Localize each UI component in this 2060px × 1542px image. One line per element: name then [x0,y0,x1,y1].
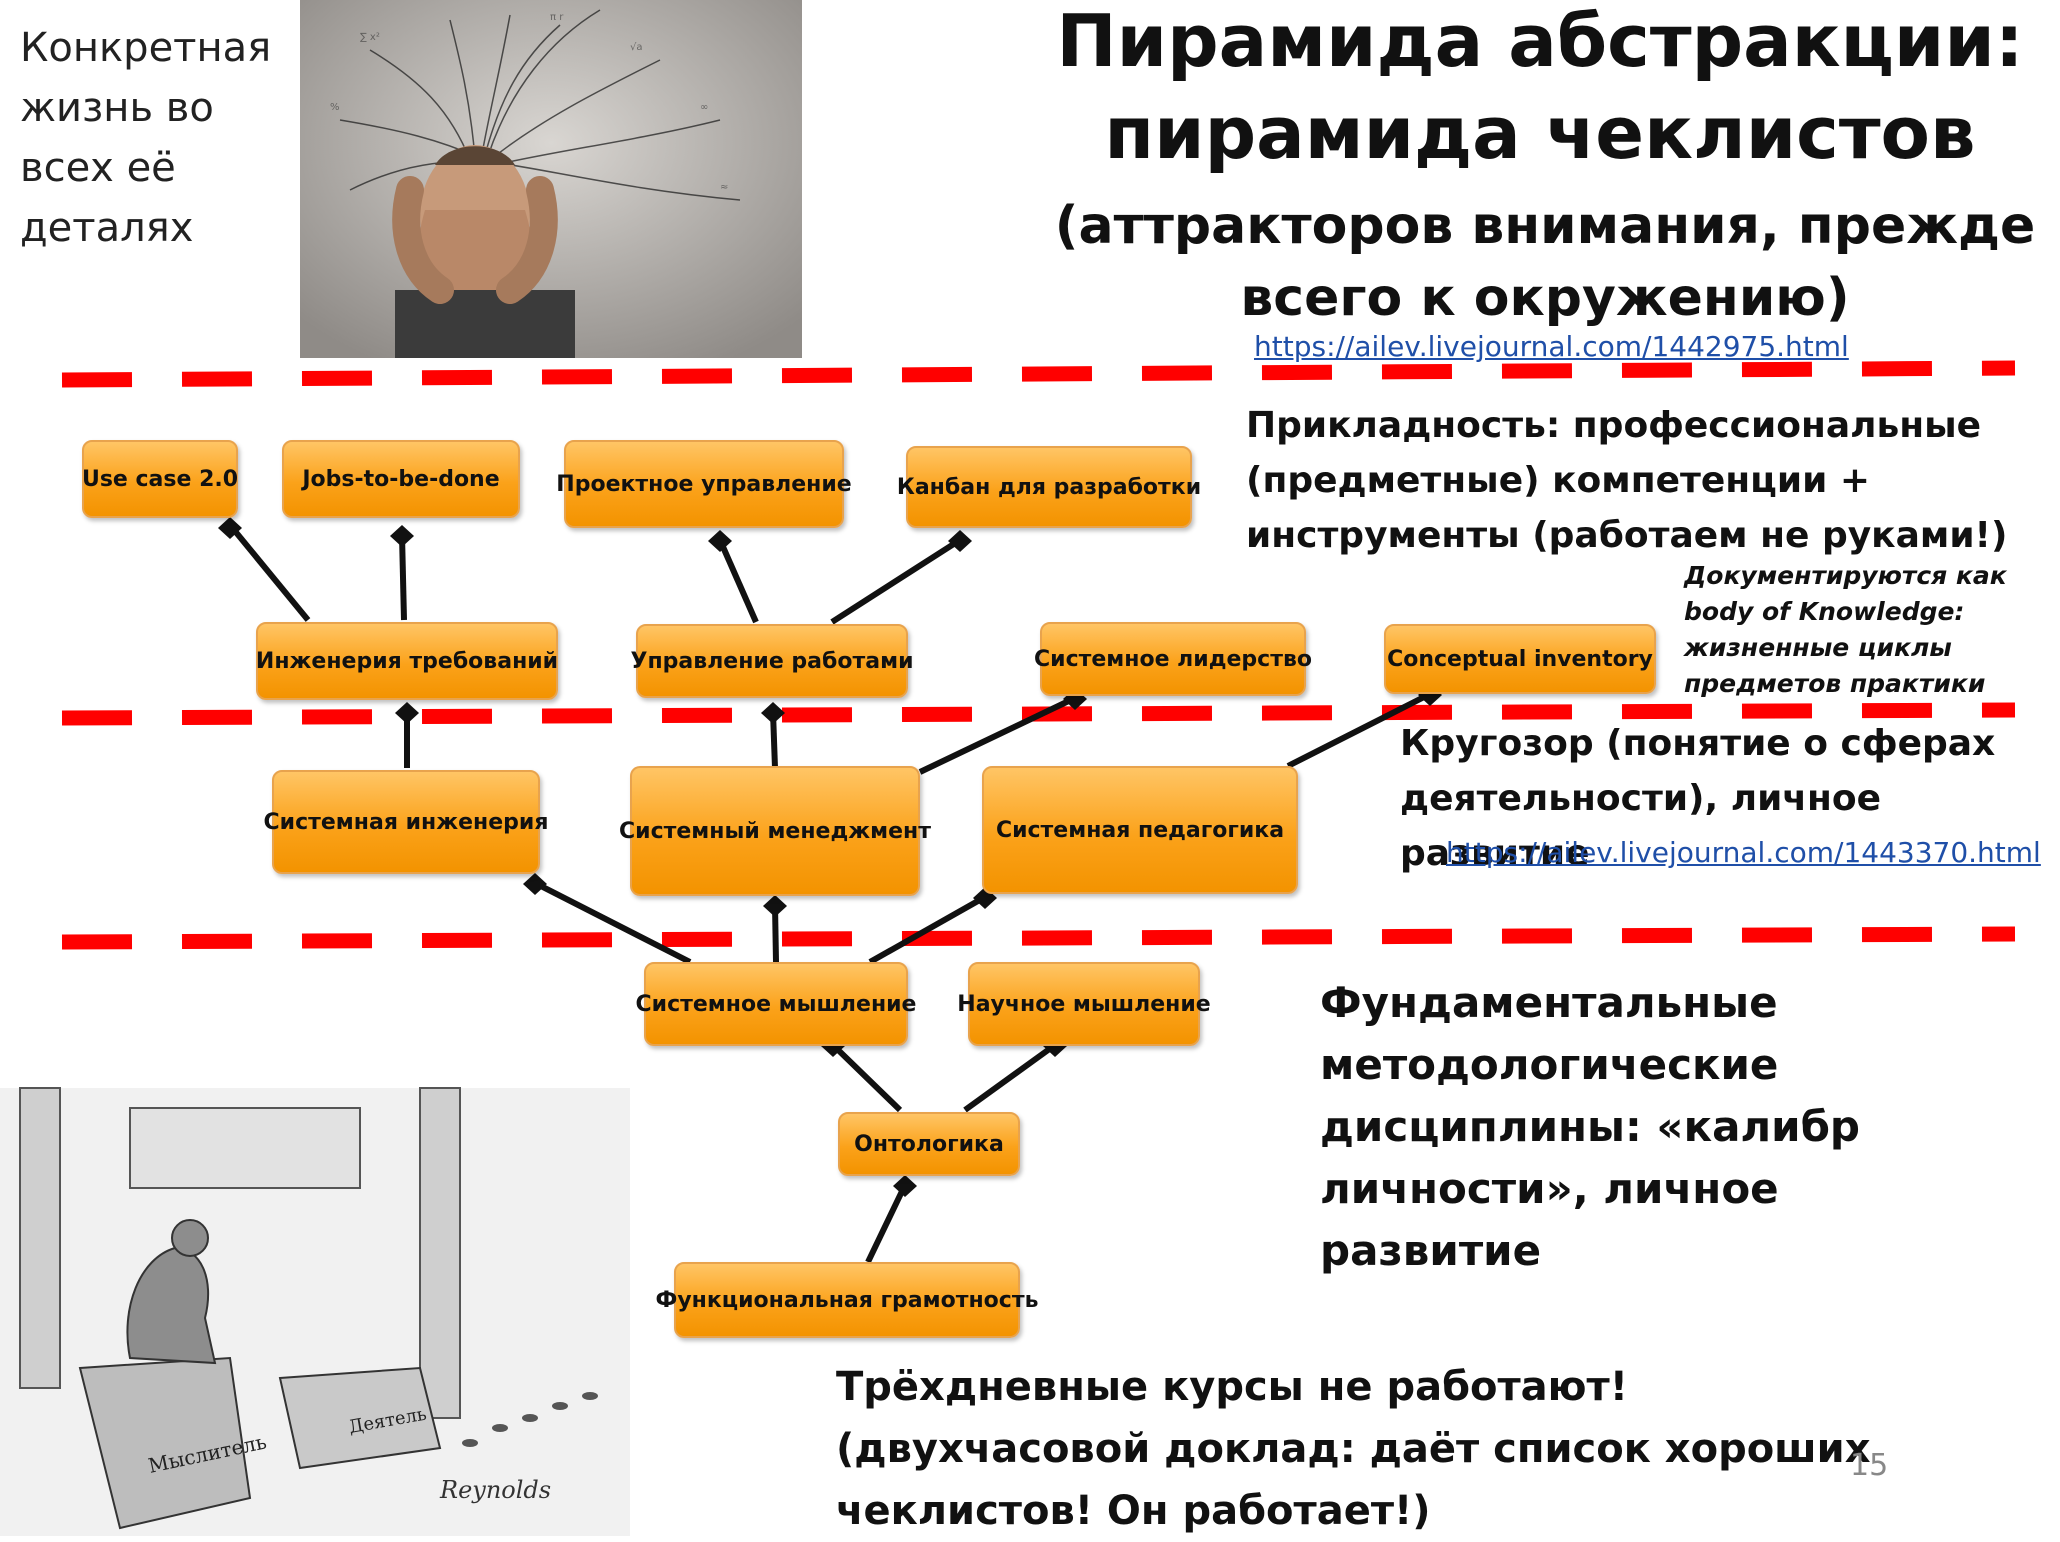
connector [399,534,407,621]
corner-caption-line: Конкретная [20,25,272,71]
node-ontologics: Онтологика [838,1112,1020,1176]
connector-diamond [893,1175,917,1197]
node-requirements-engineering: Инженерия требований [256,622,558,700]
outlook-line: деятельности), личное развитие [1400,778,1882,874]
connector-diamond [395,702,419,724]
node-conceptual-inventory: Conceptual inventory [1384,624,1656,694]
svg-text:≈: ≈ [720,182,728,193]
node-use-case: Use case 2.0 [82,440,238,518]
connector [533,880,692,965]
subtitle-line: (аттракторов внимания, прежде [1054,196,2036,256]
subtitle-line: всего к окружению) [1240,268,1850,328]
node-scientific-thinking: Научное мышление [957,962,1211,1046]
node-project-management: Проектное управление [556,440,852,528]
bottom-line: чеклистов! Он работает!) [836,1488,1431,1534]
connector-diamond [218,517,242,539]
connectors [227,523,1432,1264]
note-line: Документируются как [1684,561,2007,590]
svg-text:∞: ∞ [700,102,708,113]
livejournal-link-2[interactable]: https://ailev.livejournal.com/1443370.ht… [1446,836,2041,869]
connector-diamond [761,702,785,724]
subtitle: (аттракторов внимания, прежде всего к ок… [1040,190,2050,334]
node-system-engineering: Системная инженерия [264,770,548,874]
connector [1286,691,1432,769]
stressed-man-photo: ∑ x² √a ∞ π r% ≈ [300,0,802,358]
connector [918,695,1077,775]
node-systems-thinking: Системное мышление [636,962,916,1046]
fundamental-line: дисциплины: «калибр [1320,1102,1860,1151]
connector [865,1183,908,1264]
livejournal-link-1[interactable]: https://ailev.livejournal.com/1442975.ht… [1254,330,1849,363]
connector-diamond [948,530,972,552]
svg-text:%: % [330,102,340,113]
corner-caption-line: жизнь во [20,85,214,131]
node-jobs-to-be-done: Jobs-to-be-done [282,440,520,518]
corner-caption: Конкретная жизнь во всех её деталях [20,18,271,258]
applied-line: (предметные) компетенции + [1246,460,1870,501]
outlook-text: Кругозор (понятие о сферах деятельности)… [1400,716,2048,881]
artist-signature: Reynolds [439,1476,551,1504]
title-line-1: Пирамида абстракции: [1056,0,2024,83]
svg-text:π r: π r [550,12,564,23]
node-functional-literacy: Функциональная грамотность [656,1262,1039,1338]
note-line: жизненные циклы [1684,633,1952,662]
connector [830,537,962,625]
cartoon-illustration: Мыслитель Деятель Reynolds [0,1087,630,1536]
fundamental-line: личности», личное [1320,1164,1779,1213]
connector [868,894,987,965]
stressed-man-illustration: ∑ x² √a ∞ π r% ≈ [300,0,802,358]
note-line: предметов практики [1684,669,1986,698]
svg-text:∑ x²: ∑ x² [360,32,380,43]
applied-line: инструменты (работаем не руками!) [1246,515,2008,556]
node-kanban: Канбан для разработки [897,446,1201,528]
applied-line: Прикладность: профессиональные [1246,405,1982,446]
svg-text:√a: √a [630,42,643,53]
node-work-management: Управление работами [631,624,914,698]
connector [830,1042,903,1113]
footprints [462,1392,598,1447]
connector-diamond [523,873,547,895]
connector [717,538,759,624]
note-line: body of Knowledge: [1684,597,1965,626]
fundamental-disciplines-text: Фундаментальные методологические дисципл… [1320,972,1860,1282]
node-system-leadership: Системное лидерство [1034,622,1312,696]
bottom-line: Трёхдневные курсы не работают! [836,1364,1628,1410]
fundamental-line: Фундаментальные [1320,978,1778,1027]
dashed-line-top [61,360,2016,388]
connector [963,1042,1057,1113]
corner-caption-line: деталях [20,205,194,251]
outlook-line: Кругозор (понятие о сферах [1400,723,1996,764]
fundamental-line: развитие [1320,1226,1542,1275]
connector-diamond [763,895,787,917]
bottom-conclusion-text: Трёхдневные курсы не работают! (двухчасо… [836,1356,1871,1542]
page-number: 15 [1850,1448,1889,1483]
applied-competencies-text: Прикладность: профессиональные (предметн… [1246,398,2007,563]
node-system-management: Системный менеджмент [619,766,931,896]
corner-caption-line: всех её [20,145,176,191]
dashed-line-bottom [61,926,2016,950]
node-system-pedagogy: Системная педагогика [982,766,1298,894]
connector-diamond [708,530,732,552]
thinker-doer-cartoon: Мыслитель Деятель Reynolds [0,1087,630,1536]
bottom-line: (двухчасовой доклад: даёт список хороших [836,1426,1871,1472]
body-of-knowledge-note: Документируются как body of Knowledge: ж… [1684,558,2007,702]
title-line-2: пирамида чеклистов [1104,91,1976,175]
fundamental-line: методологические [1320,1040,1779,1089]
connector [227,523,311,622]
connector-diamond [390,525,414,547]
